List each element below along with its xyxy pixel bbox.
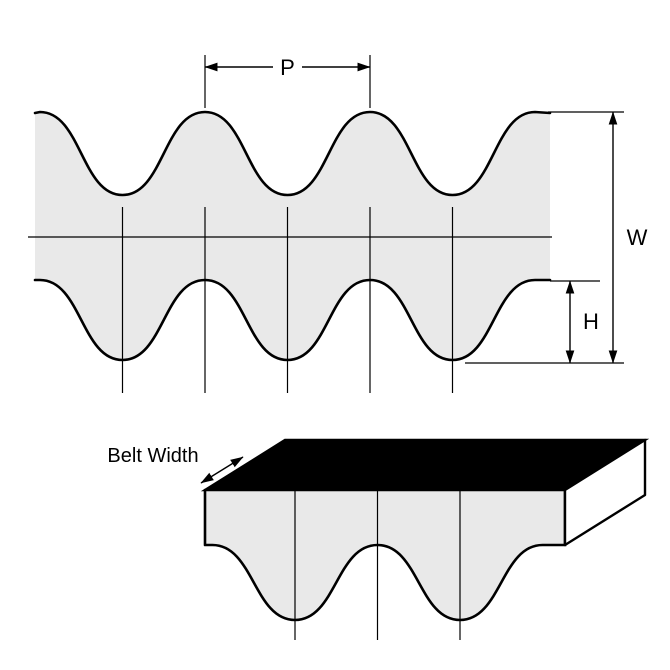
tooth-height-dimension: H xyxy=(550,280,600,364)
front-tooth-profile xyxy=(203,488,567,622)
tooth-height-label: H xyxy=(583,309,599,334)
pitch-dimension: P xyxy=(204,55,371,108)
cross-section-view: P W H xyxy=(28,55,648,393)
tooth-centerlines xyxy=(121,207,454,393)
belt-thickness-label: W xyxy=(627,225,648,250)
belt-end-face xyxy=(563,438,647,547)
perspective-view: Belt Width xyxy=(107,438,650,640)
belt-thickness-dimension: W xyxy=(465,111,648,364)
top-tooth-profile xyxy=(33,110,552,197)
belt-front-face xyxy=(205,490,565,620)
belt-body xyxy=(35,112,550,360)
belt-width-label: Belt Width xyxy=(107,445,198,467)
belt-width-arrow xyxy=(200,456,244,484)
pitch-label: P xyxy=(280,55,295,80)
belt-width-dimension: Belt Width xyxy=(107,445,244,484)
bottom-tooth-profile xyxy=(33,278,552,362)
